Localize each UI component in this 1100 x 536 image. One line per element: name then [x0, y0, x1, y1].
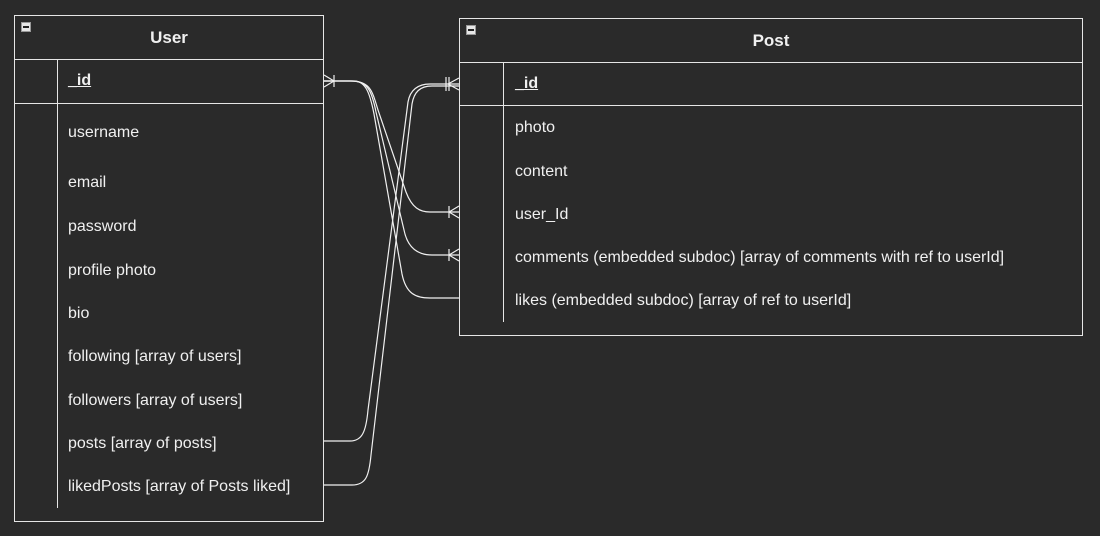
relation-user-id-to-post-likes: [324, 80, 459, 299]
post-field[interactable]: photo: [515, 119, 556, 136]
primary-key-row[interactable]: _id: [460, 63, 1082, 106]
column-divider: [57, 60, 58, 508]
post-entity[interactable]: Post _id photo content user_Id comments …: [459, 18, 1083, 336]
post-field[interactable]: content: [515, 163, 568, 180]
collapse-icon[interactable]: [21, 22, 31, 32]
crows-foot-icon: [448, 248, 460, 262]
relation-user-posts-to-post-id: [324, 83, 459, 442]
primary-key-field: _id: [515, 75, 539, 92]
relation-user-id-to-post-comments: [324, 80, 459, 256]
post-field[interactable]: user_Id: [515, 206, 569, 223]
user-field[interactable]: bio: [68, 305, 90, 322]
post-field[interactable]: likes (embedded subdoc) [array of ref to…: [515, 292, 852, 309]
crows-foot-icon: [445, 77, 460, 91]
crows-foot-icon: [448, 205, 460, 219]
entity-title: Post: [460, 19, 1082, 63]
user-entity[interactable]: User _id username email password profile…: [14, 15, 324, 522]
user-field[interactable]: followers [array of users]: [68, 392, 243, 409]
entity-title: User: [15, 16, 323, 60]
primary-key-field: _id: [68, 72, 92, 89]
primary-key-row[interactable]: _id: [15, 60, 323, 104]
user-field[interactable]: username: [68, 124, 140, 141]
user-field[interactable]: following [array of users]: [68, 348, 242, 365]
relation-user-likedposts-to-post-id: [324, 85, 459, 486]
collapse-icon[interactable]: [466, 25, 476, 35]
crows-foot-icon: [323, 74, 335, 88]
relation-user-id-to-post-user-id: [324, 80, 459, 213]
user-field[interactable]: password: [68, 218, 137, 235]
user-field[interactable]: email: [68, 174, 107, 191]
post-field[interactable]: comments (embedded subdoc) [array of com…: [515, 249, 1005, 266]
user-field[interactable]: profile photo: [68, 262, 157, 279]
user-field[interactable]: likedPosts [array of Posts liked]: [68, 478, 291, 495]
user-field[interactable]: posts [array of posts]: [68, 435, 217, 452]
column-divider: [503, 63, 504, 322]
